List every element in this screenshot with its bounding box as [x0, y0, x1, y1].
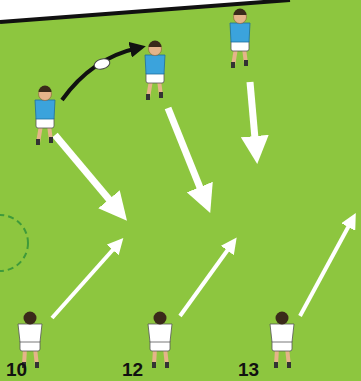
pass-arrow: [62, 48, 138, 100]
attacker-player: [145, 41, 165, 101]
defender-player: [270, 312, 294, 369]
defence-arrow: [180, 244, 232, 316]
run-arrow: [55, 135, 118, 210]
run-arrow: [168, 108, 205, 200]
defence-arrow: [52, 244, 118, 318]
defence-arrow: [300, 220, 352, 316]
attacker-player: [35, 86, 55, 146]
defender-player: [148, 312, 172, 369]
dashed-zone: [0, 215, 28, 271]
player-number: 12: [122, 360, 143, 380]
rugby-ball: [93, 57, 111, 71]
run-arrow: [250, 82, 256, 150]
player-number: 10: [6, 360, 27, 380]
player-number: 13: [238, 360, 259, 380]
attacker-player: [230, 9, 250, 69]
